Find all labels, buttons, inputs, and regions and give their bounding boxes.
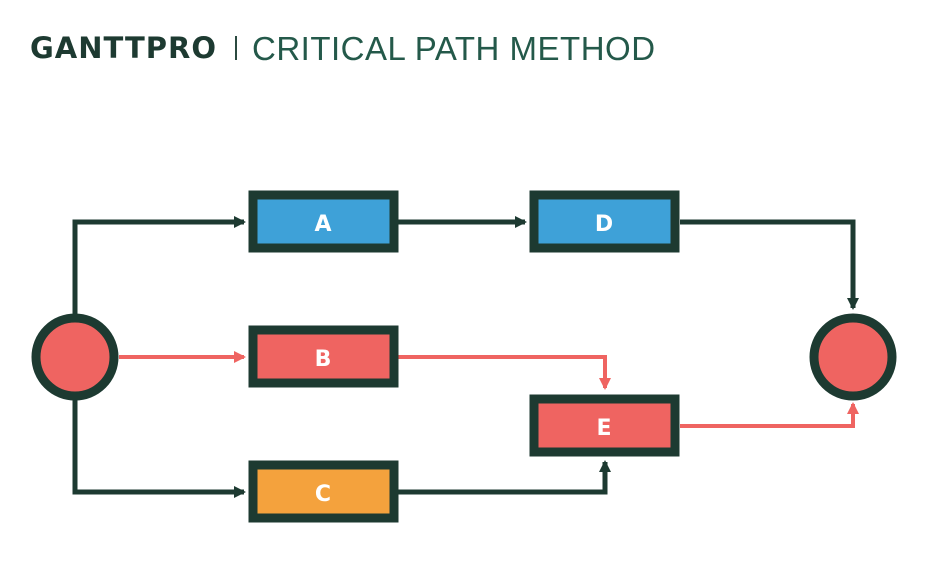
page-title: CRITICAL PATH METHOD: [251, 29, 656, 67]
task-a: A: [248, 190, 399, 253]
task-a-label: A: [314, 212, 331, 237]
edge-start-to-c: [72, 395, 246, 498]
header: GANTTPRO CRITICAL PATH METHOD: [30, 26, 656, 70]
task-e: E: [529, 394, 680, 457]
edge-b-to-e: [398, 355, 611, 390]
header-divider: [234, 36, 237, 60]
task-b: B: [248, 325, 399, 388]
task-e-label: E: [596, 416, 611, 441]
edge-start-to-a: [72, 216, 246, 322]
edge-d-to-end: [680, 219, 859, 310]
task-e-box: [529, 394, 680, 457]
task-b-label: B: [315, 347, 332, 372]
brand-logo: GANTTPRO: [30, 30, 217, 65]
task-d-box: [529, 190, 680, 253]
task-c-box: [248, 460, 399, 523]
task-c-label: C: [315, 482, 331, 507]
start-event: [31, 313, 119, 401]
task-b-box: [248, 325, 399, 388]
task-c: C: [248, 460, 399, 523]
task-a-box: [248, 190, 399, 253]
task-d-label: D: [595, 212, 613, 237]
edge-e-to-end: [680, 402, 859, 428]
end-event: [809, 313, 897, 401]
edge-c-to-e: [398, 460, 611, 495]
edges: [72, 216, 859, 498]
task-d: D: [529, 190, 680, 253]
